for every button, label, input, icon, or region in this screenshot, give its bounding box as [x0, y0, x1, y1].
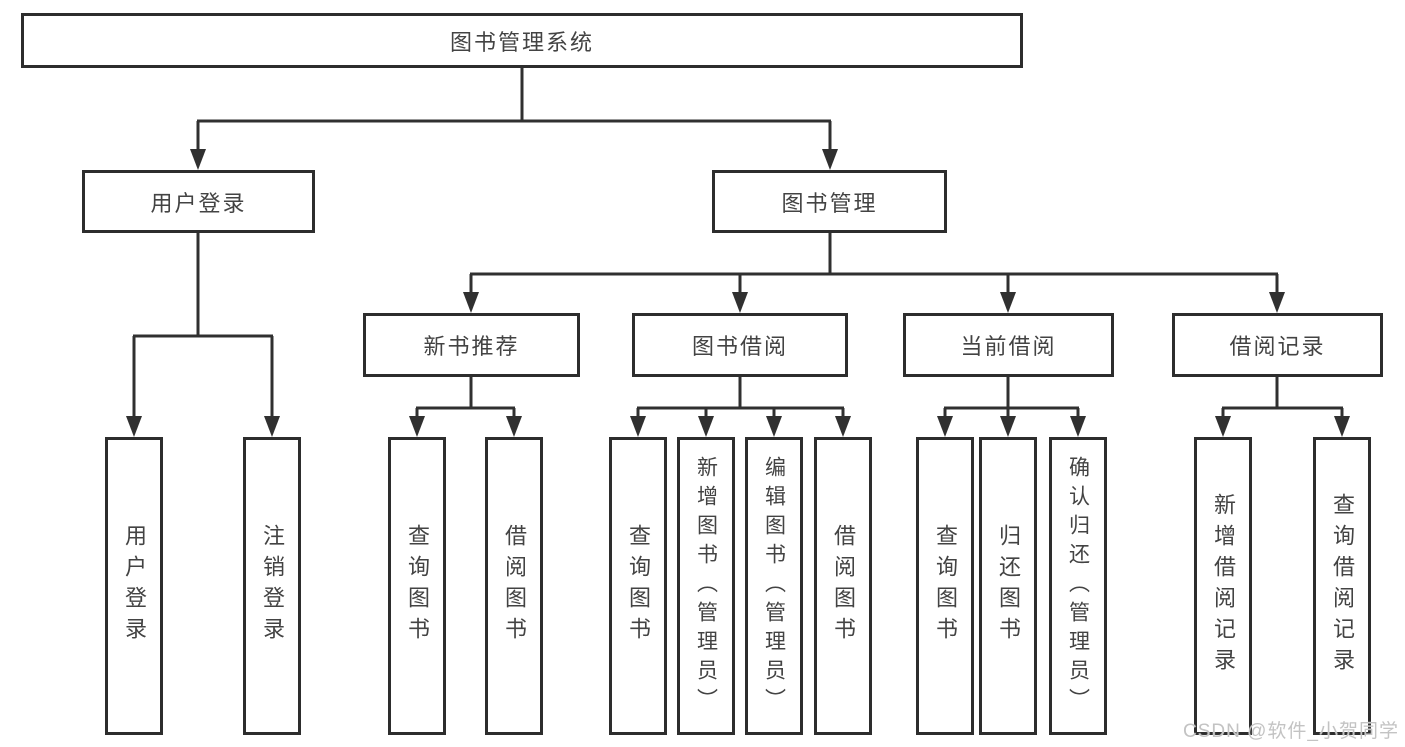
node-label: 查询借阅记录	[1330, 493, 1355, 679]
node-label: 确认归还（管理员）	[1066, 455, 1090, 717]
node-label: 当前借阅	[960, 334, 1057, 359]
node-label: 新增借阅记录	[1211, 493, 1236, 679]
node-book-borrowing: 图书借阅	[632, 313, 848, 377]
csdn-watermark: CSDN @软件_小贺同学	[1183, 721, 1399, 742]
leaf-edit-book-admin: 编辑图书（管理员）	[745, 437, 803, 735]
leaf-confirm-return-admin: 确认归还（管理员）	[1049, 437, 1107, 735]
node-user-login-module: 用户登录	[82, 170, 315, 233]
leaf-borrow-books-recommend: 借阅图书	[485, 437, 543, 735]
node-label: 注销登录	[260, 524, 285, 648]
node-label: 借阅图书	[502, 524, 527, 648]
node-label: 新增图书（管理员）	[694, 455, 718, 717]
node-current-borrowing: 当前借阅	[903, 313, 1114, 377]
leaf-user-login: 用户登录	[105, 437, 163, 735]
leaf-add-borrow-record: 新增借阅记录	[1194, 437, 1252, 735]
node-library-management-system: 图书管理系统	[21, 13, 1023, 68]
leaf-query-borrow-record: 查询借阅记录	[1313, 437, 1371, 735]
node-label: 用户登录	[150, 190, 247, 216]
node-book-management-module: 图书管理	[712, 170, 947, 233]
node-new-book-recommendation: 新书推荐	[363, 313, 580, 377]
leaf-borrow-books-borrowing: 借阅图书	[814, 437, 872, 735]
leaf-add-book-admin: 新增图书（管理员）	[677, 437, 735, 735]
node-label: 归还图书	[996, 524, 1021, 648]
leaf-query-books-borrowing: 查询图书	[609, 437, 667, 735]
node-label: 借阅图书	[831, 524, 856, 648]
leaf-query-books-recommend: 查询图书	[388, 437, 446, 735]
leaf-return-book: 归还图书	[979, 437, 1037, 735]
node-label: 图书管理系统	[449, 29, 594, 55]
arrowheads	[126, 149, 1350, 437]
leaf-logout: 注销登录	[243, 437, 301, 735]
node-label: 查询图书	[933, 524, 958, 648]
node-label: 编辑图书（管理员）	[762, 455, 786, 717]
node-label: 用户登录	[122, 524, 147, 648]
node-label: 图书管理	[781, 190, 878, 216]
leaf-query-books-current: 查询图书	[916, 437, 974, 735]
node-label: 查询图书	[405, 524, 430, 648]
node-label: 新书推荐	[423, 334, 520, 359]
node-label: 查询图书	[626, 524, 651, 648]
node-borrowing-records: 借阅记录	[1172, 313, 1383, 377]
node-label: 借阅记录	[1229, 334, 1326, 359]
node-label: 图书借阅	[691, 334, 788, 359]
